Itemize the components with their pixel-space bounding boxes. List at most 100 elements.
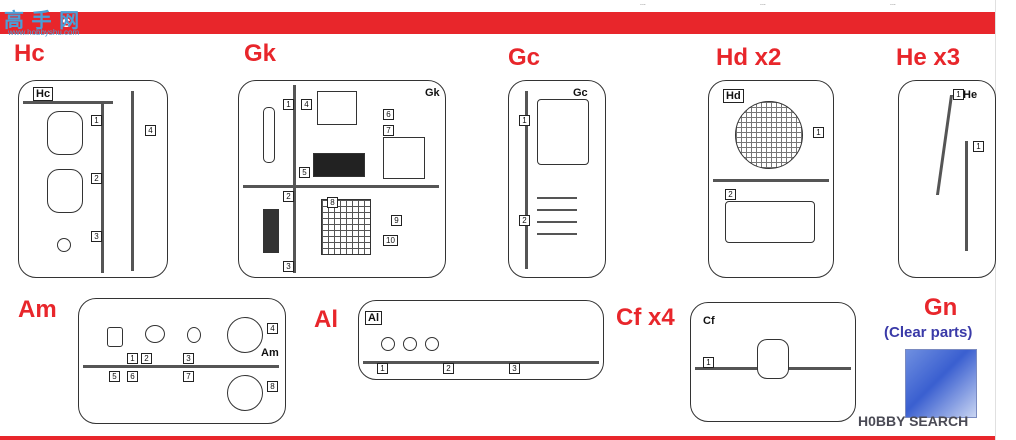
clear-parts-note: (Clear parts) [884,324,973,341]
part-piece [425,337,439,351]
part-piece [313,153,365,177]
part-piece [725,201,815,243]
part-number: 5 [299,167,310,178]
part-piece [935,95,954,195]
part-number: 5 [109,371,120,382]
part-number: 1 [519,115,530,126]
part-piece [263,209,279,253]
part-number: 3 [183,353,194,364]
part-number: 7 [383,125,394,136]
runner [83,365,279,368]
part-number: 2 [725,189,736,200]
sprue-tag-al: Al [365,311,382,325]
part-number: 1 [973,141,984,152]
sprue-al: Al 1 2 3 [358,300,604,380]
runner [363,361,599,364]
sprue-hd: Hd 2 1 [708,80,834,278]
sprue-tag-am: Am [261,347,279,359]
part-number: 1 [377,363,388,374]
sprue-tag-gc: Gc [573,87,588,99]
part-piece [47,111,83,155]
clear-part-swatch [905,349,977,418]
part-number: 8 [267,381,278,392]
part-piece [537,197,577,199]
part-label-al: Al [314,306,338,333]
part-label-hc: Hc [14,40,45,67]
part-piece [381,337,395,351]
part-number: 6 [383,109,394,120]
sprue-gk: Gk 1 2 3 4 5 6 7 8 9 10 [238,80,446,278]
part-number: 10 [383,235,398,246]
footer-bar [0,436,995,440]
runner [713,179,829,182]
part-number: 2 [91,173,102,184]
part-piece [537,209,577,211]
part-piece [57,238,71,252]
part-piece [227,317,263,353]
part-number: 8 [327,197,338,208]
site-logo: 高 手 网 [4,10,81,32]
part-label-hd: Hd x2 [716,44,782,71]
rod-part [131,91,134,271]
part-number: 2 [141,353,152,364]
part-number: 2 [519,215,530,226]
top-text-2: ... [760,0,766,7]
sprue-tag-hd: Hd [723,89,744,103]
part-piece [965,141,968,251]
part-number: 1 [91,115,102,126]
part-piece [321,199,371,255]
part-label-am: Am [18,296,57,323]
part-number: 1 [127,353,138,364]
part-piece [537,221,577,223]
part-label-gk: Gk [244,40,277,67]
sprue-tag-he: He [963,89,978,101]
runner [101,101,104,273]
part-number: 9 [391,215,402,226]
part-label-gn: Gn [924,294,958,321]
top-text-1: ... [640,0,646,7]
part-label-he: He x3 [896,44,961,71]
part-number: 3 [283,261,294,272]
sprue-tag-hc: Hc [33,87,54,101]
part-number: 4 [145,125,156,136]
part-piece [735,101,803,169]
part-piece [537,233,577,235]
runner [525,91,528,269]
site-logo-url: www.hobbyshu.com [8,28,80,37]
part-number: 1 [953,89,964,100]
part-number: 2 [283,191,294,202]
part-number: 3 [91,231,102,242]
top-text-3: ... [890,0,896,7]
part-number: 6 [127,371,138,382]
header-banner [0,12,995,34]
sprue-tag-gk: Gk [425,87,440,99]
runner [243,185,439,188]
part-piece [263,107,275,163]
part-piece [383,137,425,179]
sprue-cf: Cf 1 [690,302,856,422]
part-label-cf: Cf x4 [616,304,675,331]
sprue-tag-cf: Cf [703,315,715,327]
watermark: H0BBY SEARCH [858,413,969,429]
part-piece [757,339,789,379]
sprue-am: Am 1 2 3 4 5 6 7 8 [78,298,286,424]
part-number: 4 [301,99,312,110]
part-number: 4 [267,323,278,334]
runner [293,85,296,273]
runner [23,101,113,104]
part-piece [47,169,83,213]
part-label-gc: Gc [508,44,541,71]
part-number: 1 [813,127,824,138]
sprue-hc: Hc 1 2 3 4 [18,80,168,278]
sprue-gc: Gc 1 2 [508,80,606,278]
part-piece [317,91,357,125]
part-piece [403,337,417,351]
part-piece [187,327,201,343]
part-piece [107,327,123,347]
part-piece [145,325,165,343]
part-number: 7 [183,371,194,382]
banner-text: s [62,14,71,31]
part-number: 3 [509,363,520,374]
part-piece [537,99,589,165]
part-piece [227,375,263,411]
